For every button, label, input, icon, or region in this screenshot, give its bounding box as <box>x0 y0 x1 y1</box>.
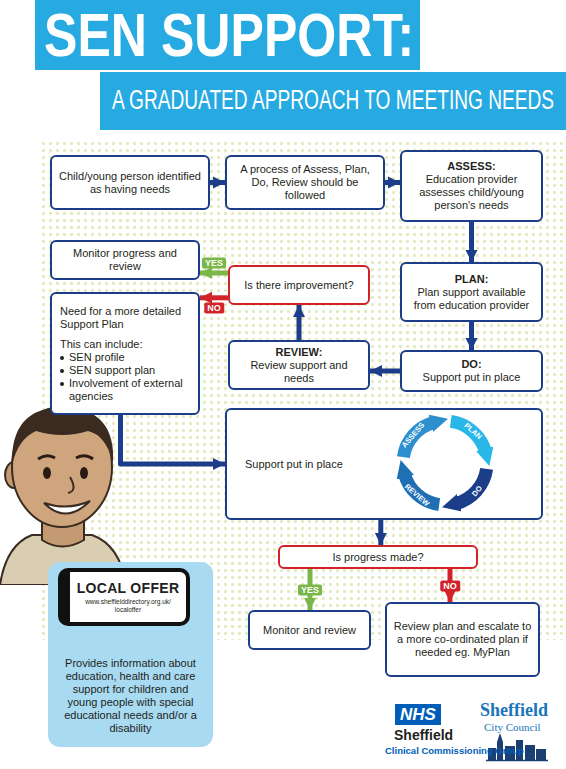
box-heading: LOCAL OFFER <box>77 580 180 596</box>
start-box: Child/young person identified as having … <box>50 155 210 210</box>
ground-line <box>486 760 548 762</box>
box-text: Review plan and escalate to a more co-or… <box>393 620 532 659</box>
connector-arrow <box>385 180 400 185</box>
box-heading: PLAN: <box>455 273 489 286</box>
box-text: Involvement of external agencies <box>69 377 190 403</box>
box-text: Education provider assesses child/young … <box>408 173 535 212</box>
decision-box: Is there improvement? <box>228 265 370 305</box>
outcome-box: Review plan and escalate to a more co-or… <box>385 602 540 677</box>
connector-arrow <box>370 369 400 374</box>
logo-text: Clinical Commissioning Group <box>385 745 524 757</box>
plan-box: Need for a more detailed Support PlanThi… <box>50 292 200 415</box>
logo-text: Sheffield <box>480 700 548 721</box>
box-heading: DO: <box>461 358 481 371</box>
box-heading: ASSESS: <box>447 160 495 173</box>
eyebrow <box>76 456 93 459</box>
process-box: PLAN:Plan support available from educati… <box>400 262 543 322</box>
bullet-row: SEN support plan <box>60 364 190 377</box>
connector-arrow <box>121 415 226 464</box>
box-text: Review support and needs <box>236 359 362 385</box>
box-heading: REVIEW: <box>276 346 323 359</box>
outcome-box: Monitor progress and review <box>50 240 200 280</box>
connector-arrow <box>210 180 225 185</box>
bullet-dot <box>60 382 64 386</box>
connector-arrow <box>297 305 302 340</box>
bullet-dot <box>60 356 64 360</box>
box-text: SEN profile <box>69 351 125 364</box>
subtitle: A GRADUATED APPROACH TO MEETING NEEDS <box>112 84 554 116</box>
edge-label: YES <box>298 584 322 595</box>
box-heading: Need for a more detailed Support Plan <box>60 305 190 331</box>
info-panel: Provides information about education, he… <box>48 562 213 747</box>
mouth <box>44 501 90 514</box>
connector-arrow <box>469 322 474 350</box>
box-text: SEN support plan <box>69 364 155 377</box>
cycle-box: Support put in place <box>225 408 543 520</box>
logo-text: City Council <box>484 721 541 734</box>
logo-text: NHS <box>395 704 441 725</box>
decision-box: Is progress made? <box>278 545 478 569</box>
process-box: ASSESS:Education provider assesses child… <box>400 150 543 222</box>
building <box>536 749 546 760</box>
logo-text: Sheffield <box>394 727 453 743</box>
person-illustration <box>0 395 132 585</box>
process-box: REVIEW:Review support and needs <box>228 340 370 390</box>
hair <box>12 407 113 465</box>
process-box: A process of Assess, Plan, Do, Review sh… <box>225 155 385 210</box>
bullet-row: Involvement of external agencies <box>60 377 190 403</box>
outcome-box: Monitor and review <box>248 610 371 650</box>
box-text: Support put in place <box>235 458 395 471</box>
connector-arrow <box>200 271 228 276</box>
nose <box>68 477 74 493</box>
connector-arrow <box>469 222 474 262</box>
eye <box>43 467 51 479</box>
phone-shape: LOCAL OFFER www.sheffielddirectory.org.uk… <box>58 568 190 626</box>
box-text: Child/young person identified as having … <box>58 170 202 196</box>
bullet-dot <box>60 369 64 373</box>
building <box>525 745 535 760</box>
spire <box>497 733 503 742</box>
edge-label: YES <box>202 258 226 269</box>
box-text: This can include: <box>60 338 190 351</box>
box-text: Is there improvement? <box>244 279 353 292</box>
box-text: Plan support available from education pr… <box>408 286 535 312</box>
title: SEN SUPPORT: <box>44 2 414 68</box>
eye <box>80 467 88 479</box>
box-text: Monitor and review <box>263 624 356 637</box>
box-text: www.sheffielddirectory.org.uk/ localoffe… <box>74 598 182 614</box>
connector-arrow <box>378 520 383 545</box>
process-box: DO:Support put in place <box>400 350 543 392</box>
eyebrow <box>38 456 55 459</box>
box-text: A process of Assess, Plan, Do, Review sh… <box>233 163 377 202</box>
bullet-row: SEN profile <box>60 351 190 364</box>
connector-arrow <box>200 295 228 300</box>
box-text: Provides information about education, he… <box>58 657 203 735</box>
box-text: Is progress made? <box>332 551 423 564</box>
edge-label: NO <box>204 302 224 313</box>
edge-label: NO <box>440 580 460 591</box>
box-text: Support put in place <box>423 371 521 384</box>
box-text: Monitor progress and review <box>58 247 192 273</box>
